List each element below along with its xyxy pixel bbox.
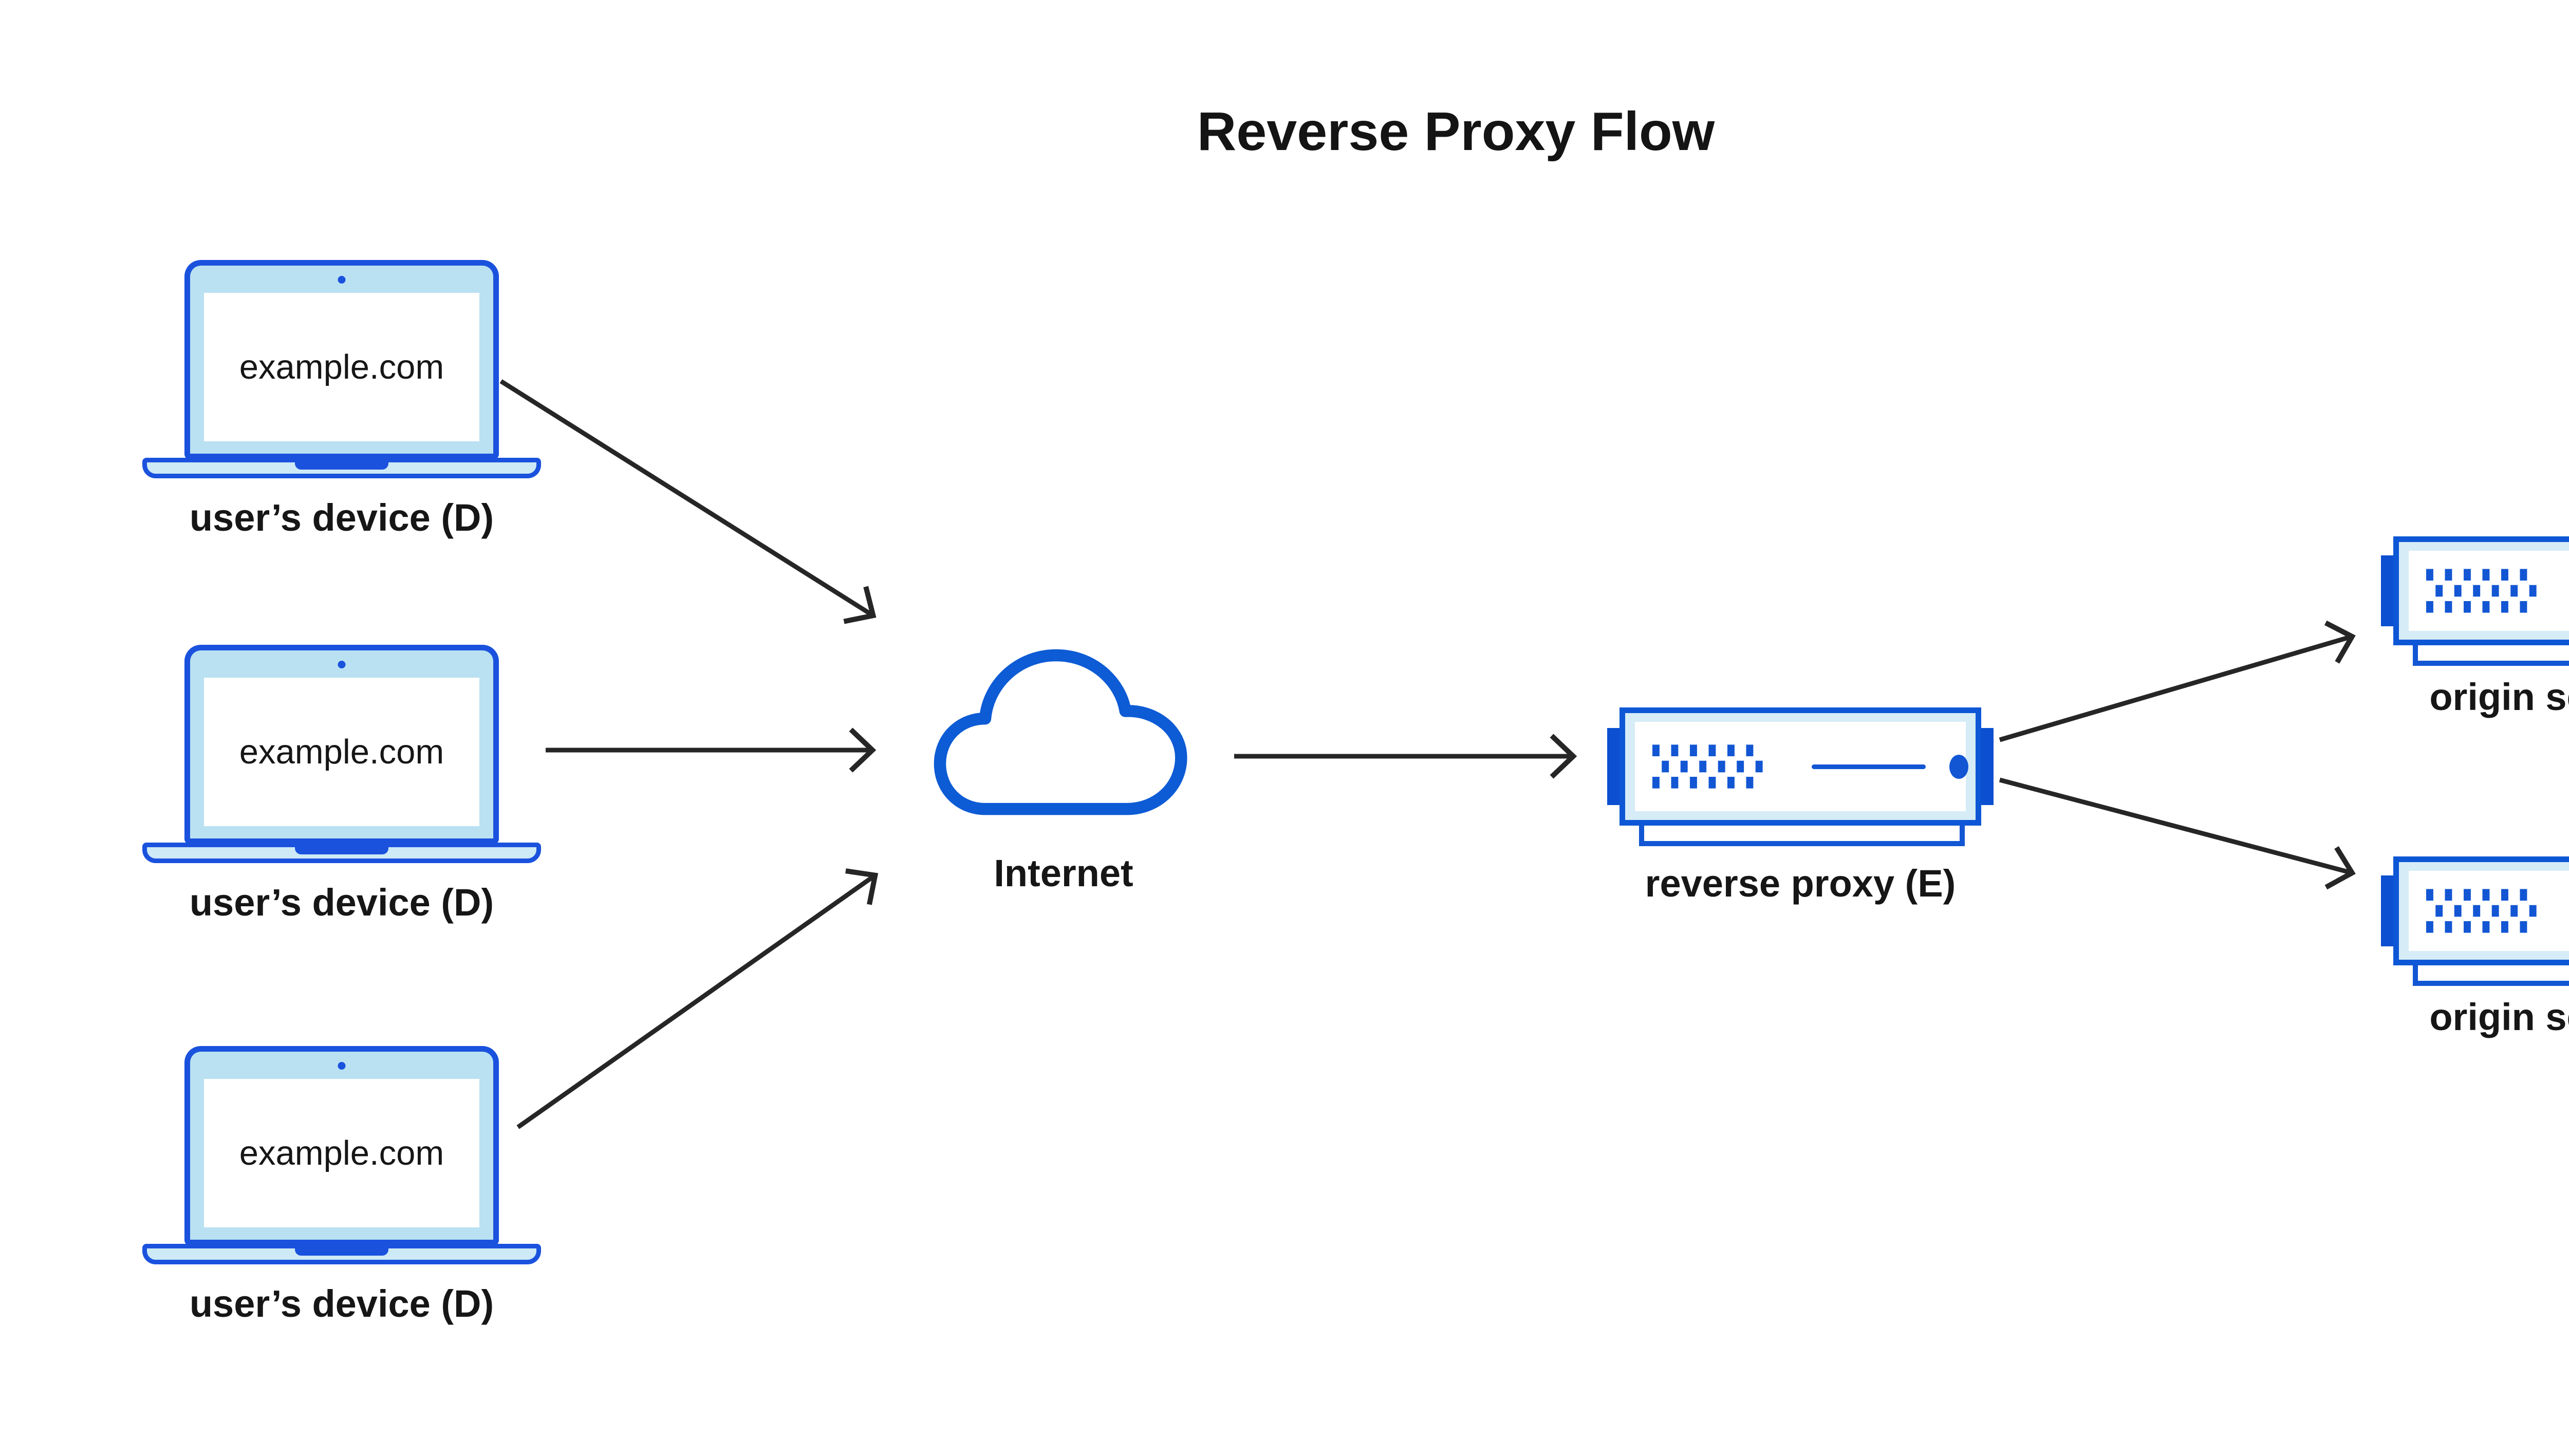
server-icon (2381, 536, 2569, 666)
origin-server-label: origin server (F) (2429, 996, 2569, 1038)
laptop-hinge (295, 1248, 388, 1256)
reverse-proxy-label: reverse proxy (E) (1645, 862, 1956, 905)
internet-label: Internet (994, 852, 1133, 894)
origin-server-2: origin server (F) (2381, 856, 2569, 1039)
origin-server-1: origin server (F) (2381, 536, 2569, 719)
laptop-camera-dot (338, 276, 346, 284)
server-faceplate (2409, 551, 2569, 631)
laptop-hinge (295, 847, 388, 854)
user-device-3: example.com user’s device (D) (142, 1046, 541, 1326)
laptop-screen: example.com (204, 1079, 479, 1227)
server-chassis (1619, 707, 1981, 826)
laptop-icon: example.com (184, 1046, 499, 1245)
server-indicator-dot (1949, 754, 1968, 779)
arrow-proxy-to-origin2 (1999, 777, 2356, 890)
device-label: user’s device (D) (189, 496, 494, 539)
server-slot-line (1812, 764, 1926, 769)
user-device-1: example.com user’s device (D) (142, 260, 541, 539)
laptop-icon: example.com (184, 645, 499, 844)
diagram-title: Reverse Proxy Flow (1197, 101, 1715, 162)
server-icon (1607, 707, 1994, 846)
laptop-base (142, 458, 541, 478)
server-icon (2381, 856, 2569, 986)
arrow-device1-to-internet (499, 379, 877, 624)
server-faceplate (1635, 722, 1968, 811)
server-chassis (2393, 536, 2569, 645)
laptop-screen: example.com (204, 293, 479, 441)
laptop-camera-dot (338, 1062, 346, 1070)
laptop-icon: example.com (184, 260, 499, 459)
server-chassis (2393, 856, 2569, 965)
server-faceplate (2409, 871, 2569, 951)
origin-server-label: origin server (F) (2429, 676, 2569, 718)
internet-node: Internet (909, 643, 1218, 895)
laptop-screen: example.com (204, 678, 479, 826)
server-dot-matrix-icon (1652, 744, 1763, 789)
laptop-hinge (295, 462, 388, 470)
cloud-icon (934, 649, 1187, 815)
user-device-2: example.com user’s device (D) (142, 645, 541, 924)
laptop-base (142, 1244, 541, 1264)
arrow-device3-to-internet (516, 868, 879, 1129)
arrow-proxy-to-origin1 (1999, 620, 2356, 742)
server-dot-matrix-icon (2426, 569, 2537, 613)
laptop-camera-dot (338, 661, 346, 668)
device-label: user’s device (D) (189, 1282, 494, 1325)
reverse-proxy-node: reverse proxy (E) (1607, 707, 1994, 905)
device-label: user’s device (D) (189, 881, 494, 924)
laptop-base (142, 843, 541, 863)
server-dot-matrix-icon (2426, 889, 2537, 933)
